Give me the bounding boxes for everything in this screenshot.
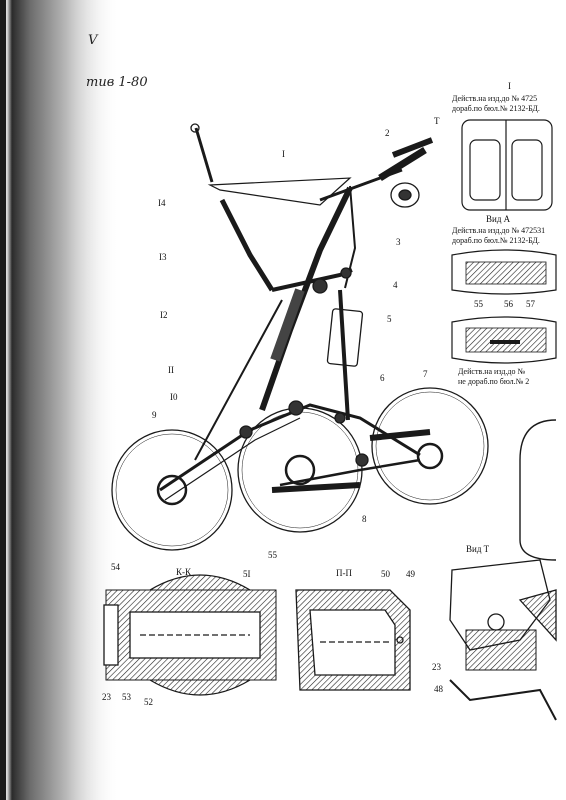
label-T: T — [434, 116, 440, 126]
view-A-caption-1: Действ.на изд.до № 472531 — [452, 226, 545, 235]
label-2: 2 — [385, 128, 390, 138]
label-10: I0 — [170, 392, 178, 402]
view-I-title: I — [508, 81, 511, 91]
section-PP-part-49: 49 — [406, 569, 416, 579]
label-11: II — [168, 365, 174, 375]
view-I-caption-1: Действ.на изд.до № 4725 — [452, 94, 537, 103]
label-1: I — [282, 149, 285, 159]
view-T-part-23: 23 — [432, 662, 442, 672]
label-6: 6 — [380, 373, 385, 383]
label-5: 5 — [387, 314, 392, 324]
label-55: 55 — [268, 550, 278, 560]
section-PP-title: П-П — [336, 568, 352, 578]
margin-note: тив 1-80 — [86, 75, 148, 90]
section-KK-part-23: 23 — [102, 692, 112, 702]
section-K-K: К-К 54 5I 23 53 52 — [102, 562, 277, 707]
view-T-part-48: 48 — [434, 684, 444, 694]
view-A-part-55: 55 — [474, 299, 484, 309]
view-A: Вид А Действ.на изд.до № 472531 дораб.по… — [451, 214, 557, 364]
section-KK-part-51: 5I — [243, 569, 251, 579]
check-mark: V — [88, 33, 99, 48]
view-T: Вид Т 23 48 — [432, 544, 557, 721]
label-13: I3 — [159, 252, 167, 262]
section-KK-part-52: 52 — [144, 697, 153, 707]
section-PP-part-50: 50 — [381, 569, 391, 579]
label-9: 9 — [152, 410, 157, 420]
label-7: 7 — [423, 369, 428, 379]
view-I2-caption-2: не дораб.по бюл.№ 2 — [458, 377, 529, 386]
main-part-labels: I 2 3 4 5 6 7 8 9 I0 II I2 I3 I4 55 T — [152, 116, 440, 560]
view-A-part-57: 57 — [526, 299, 536, 309]
view-I: I Действ.на изд.до № 4725 дораб.по бюл.№… — [452, 81, 553, 211]
scan-shadow — [0, 0, 120, 800]
view-I2: Действ.на изд.до № не дораб.по бюл.№ 2 — [458, 367, 557, 561]
section-KK-part-54: 54 — [111, 562, 121, 572]
view-T-title: Вид Т — [466, 544, 490, 554]
view-I-caption-2: дораб.по бюл.№ 2132-БД. — [452, 104, 540, 113]
main-gear-assembly — [111, 123, 489, 551]
wheel-left — [111, 429, 233, 551]
view-I2-caption-1: Действ.на изд.до № — [458, 367, 525, 376]
label-12: I2 — [160, 310, 168, 320]
scan-edge — [0, 0, 6, 800]
view-A-caption-2: дораб.по бюл.№ 2132-БД. — [452, 236, 540, 245]
label-14: I4 — [158, 198, 166, 208]
view-A-part-56: 56 — [504, 299, 514, 309]
view-A-title: Вид А — [486, 214, 511, 224]
section-P-P: П-П 50 49 — [295, 568, 416, 691]
label-3: 3 — [396, 237, 401, 247]
wheel-right — [371, 387, 489, 505]
label-4: 4 — [393, 280, 398, 290]
section-KK-title: К-К — [176, 567, 192, 577]
section-KK-part-53: 53 — [122, 692, 132, 702]
label-8: 8 — [362, 514, 367, 524]
